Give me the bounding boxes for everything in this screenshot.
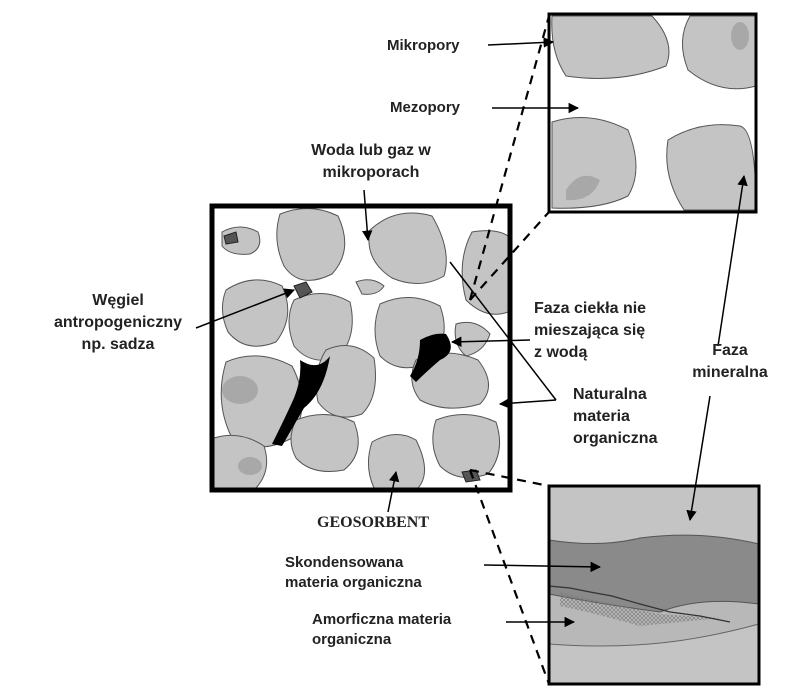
label-mezopory: Mezopory [390, 99, 460, 117]
micropore-zoom-panel [549, 14, 756, 212]
label-mikropory: Mikropory [387, 37, 460, 55]
organic-matter-zoom-panel [549, 486, 759, 684]
label-woda-gaz: Woda lub gaz w mikroporach [276, 140, 466, 184]
label-wegiel: Węgiel antropogeniczny np. sadza [40, 290, 196, 356]
label-faza-ciekla: Faza ciekła nie mieszająca się z wodą [534, 298, 646, 364]
label-skondensowana: Skondensowana materia organiczna [285, 553, 422, 593]
label-faza-mineralna: Faza mineralna [680, 340, 780, 384]
label-geosorbent: GEOSORBENT [317, 514, 429, 532]
label-naturalna: Naturalna materia organiczna [573, 384, 657, 450]
mineral-grains [214, 208, 508, 488]
label-amorficzna: Amorficzna materia organiczna [312, 610, 451, 650]
